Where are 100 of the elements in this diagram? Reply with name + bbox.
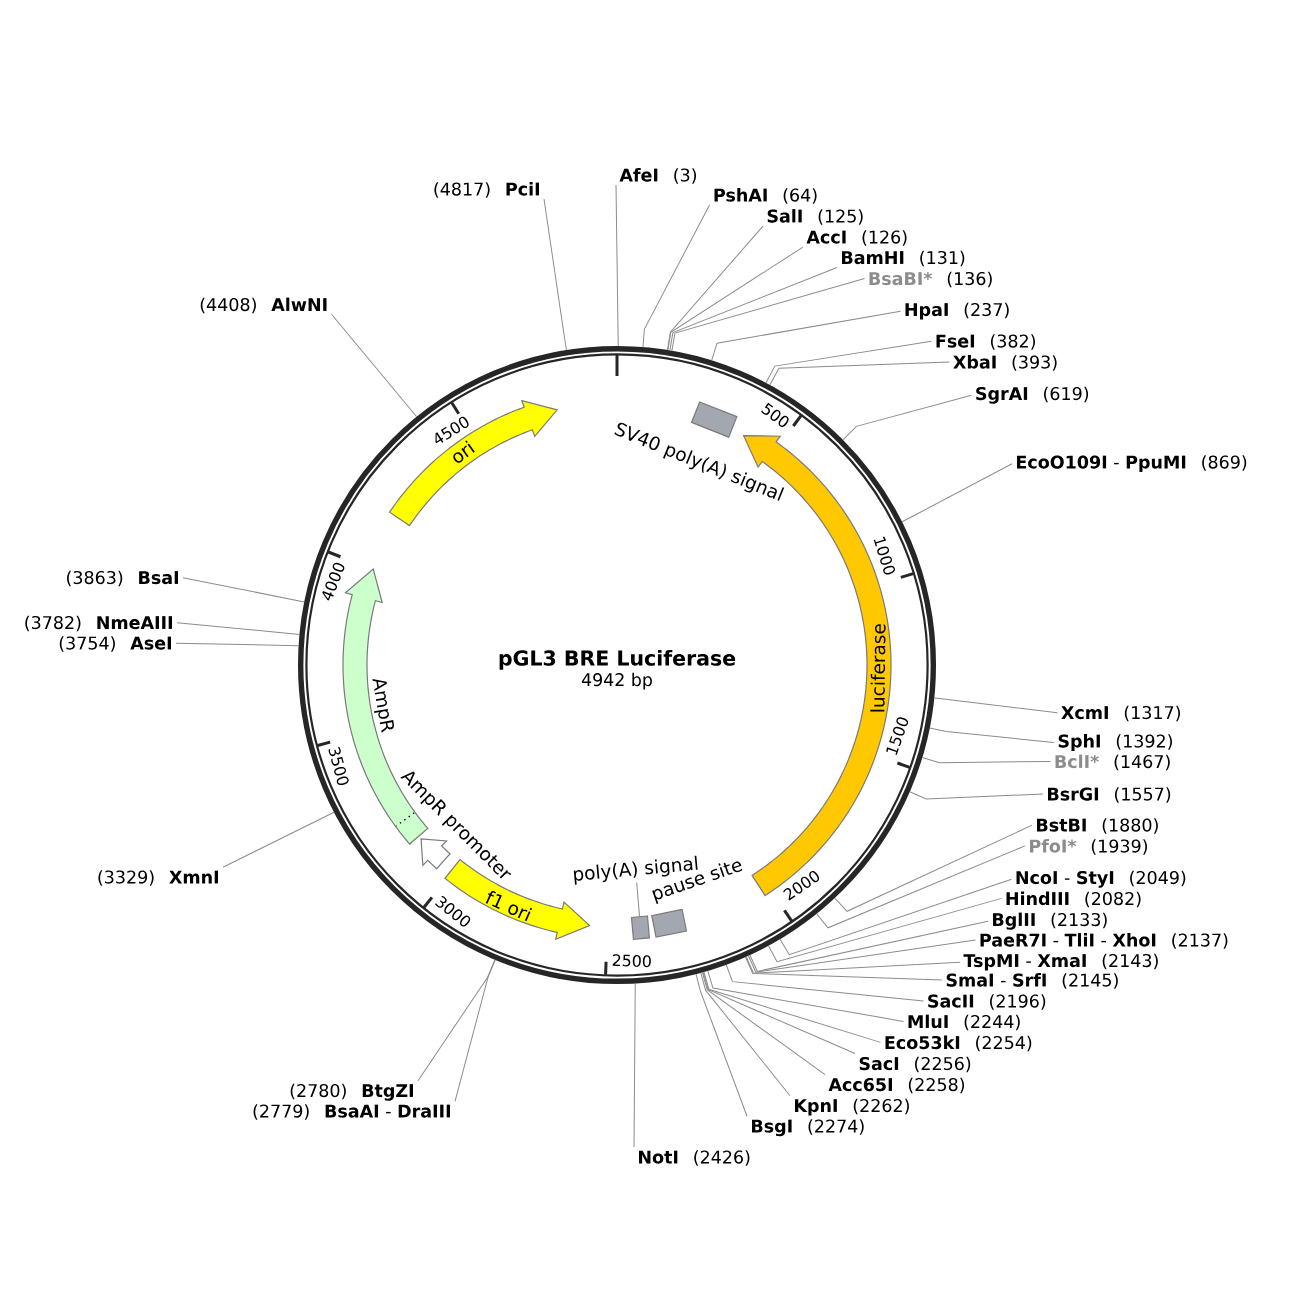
enzyme-name: SacI xyxy=(859,1056,899,1071)
enzyme-name: SacII xyxy=(928,994,974,1008)
position-label: (2254) xyxy=(976,1035,1032,1052)
leader-line xyxy=(669,267,838,351)
leader-line xyxy=(700,972,791,1097)
enzyme-name: SalI xyxy=(767,209,802,223)
tick-label: 3500 xyxy=(328,746,349,786)
leader-line xyxy=(701,971,826,1076)
position-label: (2780) xyxy=(290,1083,346,1100)
enzyme-name: BsrGI xyxy=(1048,787,1099,801)
enzyme-name: XcmI xyxy=(1061,706,1108,720)
enzyme-name: XmnI xyxy=(169,870,218,884)
position-label: (3863) xyxy=(67,570,123,587)
enzyme-name: PaeR7I - TliI - XhoI xyxy=(980,933,1156,947)
position-label: (2244) xyxy=(964,1014,1020,1031)
position-label: (1467) xyxy=(1114,754,1170,771)
leader-line xyxy=(331,313,418,418)
tick-label: 1000 xyxy=(873,536,895,575)
position-label: (2262) xyxy=(853,1098,909,1115)
position-label: (2258) xyxy=(908,1077,965,1094)
position-label: (125) xyxy=(818,209,863,225)
enzyme-name: AseI xyxy=(130,636,171,650)
leader-line xyxy=(765,340,932,384)
position-label: (619) xyxy=(1044,386,1089,403)
enzyme-name: BsaI xyxy=(139,571,178,585)
enzyme-name: NmeAIII xyxy=(97,616,172,630)
position-label: (382) xyxy=(990,334,1035,350)
position-label: (64) xyxy=(783,188,817,204)
position-label: (2196) xyxy=(990,994,1046,1010)
position-label: (131) xyxy=(920,250,965,267)
enzyme-name: AlwNI xyxy=(271,297,327,311)
leader-line xyxy=(671,278,865,352)
enzyme-name: EcoO109I - PpuMI xyxy=(1017,455,1186,473)
enzyme-name: SgrAI xyxy=(976,386,1028,404)
leader-line xyxy=(749,920,989,972)
leader-line xyxy=(909,791,1044,800)
leader-line xyxy=(745,956,961,974)
position-label: (2426) xyxy=(694,1150,750,1166)
leader-line xyxy=(711,310,901,361)
tick-label: 2500 xyxy=(612,954,651,968)
leader-line xyxy=(182,577,305,603)
leader-line xyxy=(176,622,300,635)
position-label: (2256) xyxy=(915,1056,971,1073)
leader-line xyxy=(745,956,943,981)
position-label: (1557) xyxy=(1115,787,1171,803)
plasmid-name: pGL3 BRE Luciferase xyxy=(499,649,736,670)
enzyme-name: Eco53kI xyxy=(885,1035,960,1050)
position-label: (3329) xyxy=(98,870,154,886)
enzyme-name: SphI xyxy=(1058,734,1100,752)
position-label: (2779) xyxy=(253,1104,309,1120)
enzyme-name: BsgI xyxy=(752,1119,792,1137)
position-label: (1392) xyxy=(1116,734,1172,750)
enzyme-name: BstBI xyxy=(1037,818,1086,832)
position-label: (1880) xyxy=(1102,818,1158,834)
enzyme-name: XbaI xyxy=(953,355,996,369)
tick-label: 500 xyxy=(761,402,789,427)
enzyme-name: PshAI xyxy=(714,188,767,202)
leader-line xyxy=(703,971,881,1043)
position-label: (393) xyxy=(1012,355,1057,371)
leader-line xyxy=(779,878,1012,956)
enzyme-name: NotI xyxy=(639,1150,678,1164)
leader-line xyxy=(929,727,1055,744)
position-label: (2133) xyxy=(1051,912,1107,929)
enzyme-name: BglII xyxy=(993,912,1035,930)
position-label: (2143) xyxy=(1102,953,1158,970)
enzyme-name: BsaBI* xyxy=(869,271,933,286)
tick-label: 4000 xyxy=(322,562,345,601)
plasmid-size: 4942 bp xyxy=(581,672,652,690)
leader-line xyxy=(842,394,972,441)
leader-line xyxy=(725,964,924,1002)
enzyme-name: HpaI xyxy=(905,303,948,320)
feature-label: AmpR xyxy=(372,678,394,733)
enzyme-name: AfeI xyxy=(619,168,658,182)
leader-line xyxy=(454,959,496,1102)
leader-line xyxy=(642,204,710,348)
enzyme-name: TspMI - XmaI xyxy=(963,954,1086,971)
enzyme-name: FseI xyxy=(936,334,975,348)
position-label: (237) xyxy=(964,302,1009,319)
leader-line xyxy=(769,361,950,386)
enzyme-name: HindIII xyxy=(1006,891,1069,906)
enzyme-name: MluI xyxy=(908,1014,948,1029)
enzyme-name: BamHI xyxy=(842,251,904,265)
position-label: (869) xyxy=(1202,455,1247,471)
leader-line xyxy=(747,939,976,973)
position-label: (3754) xyxy=(59,636,115,652)
leader-line xyxy=(901,463,1013,523)
leader-line xyxy=(921,757,1051,764)
leader-line xyxy=(702,971,856,1054)
leader-line xyxy=(615,184,619,347)
leader-line xyxy=(767,897,1002,963)
leader-line xyxy=(933,697,1058,714)
leader-line xyxy=(222,811,335,868)
enzyme-name: PciI xyxy=(506,182,539,196)
leader-line xyxy=(707,970,904,1022)
position-label: (4408) xyxy=(200,297,256,314)
enzyme-name: PfoI* xyxy=(1030,839,1077,853)
enzyme-name: Acc65I xyxy=(828,1077,892,1092)
leader-line xyxy=(667,225,764,351)
position-label: (3782) xyxy=(25,615,81,632)
leader-line xyxy=(667,246,804,351)
